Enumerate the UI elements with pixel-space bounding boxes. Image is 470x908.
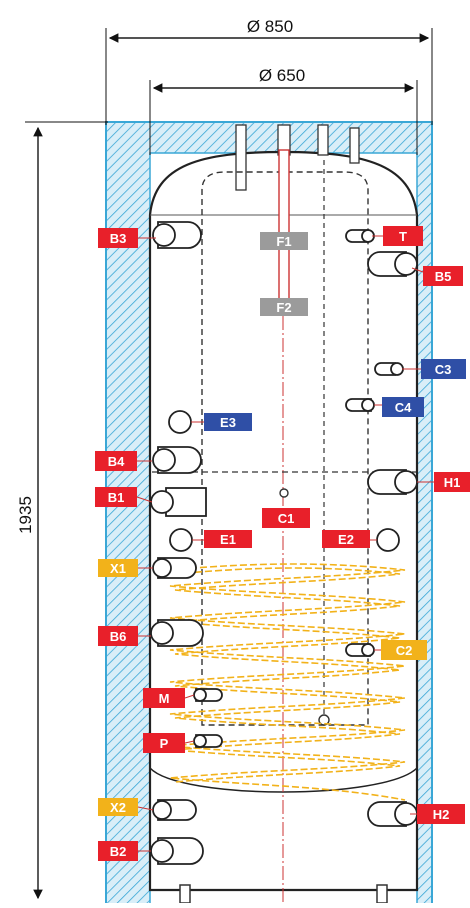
- tag-H2: H2: [417, 804, 465, 824]
- tag-B4: B4: [95, 451, 137, 471]
- tag-B6: B6: [98, 626, 138, 646]
- tag-E1: E1: [204, 530, 252, 548]
- tag-C2: C2: [381, 640, 427, 660]
- tag-X2: X2: [98, 798, 138, 816]
- tag-C4: C4: [382, 397, 424, 417]
- ports-left: [150, 221, 223, 865]
- svg-text:T: T: [399, 229, 407, 244]
- tag-F2: F2: [260, 298, 308, 316]
- leader-lines: [136, 235, 434, 852]
- svg-text:P: P: [160, 736, 169, 751]
- svg-text:C4: C4: [395, 400, 412, 415]
- svg-text:H2: H2: [433, 807, 450, 822]
- svg-text:X2: X2: [110, 800, 126, 815]
- svg-text:E1: E1: [220, 532, 236, 547]
- svg-text:M: M: [159, 691, 170, 706]
- tag-H1: H1: [434, 472, 470, 492]
- tag-B5: B5: [423, 266, 463, 286]
- outer-diameter-label: Ø 850: [247, 17, 293, 36]
- svg-text:E2: E2: [338, 532, 354, 547]
- tag-B2: B2: [98, 841, 138, 861]
- svg-text:E3: E3: [220, 415, 236, 430]
- svg-text:C2: C2: [396, 643, 413, 658]
- height-label: 1935: [16, 496, 35, 534]
- tag-P: P: [143, 733, 185, 753]
- svg-text:B5: B5: [435, 269, 452, 284]
- svg-text:C3: C3: [435, 362, 452, 377]
- tag-B3: B3: [98, 228, 138, 248]
- tag-X1: X1: [98, 559, 138, 577]
- tag-E2: E2: [322, 530, 370, 548]
- svg-text:B3: B3: [110, 231, 127, 246]
- svg-text:B2: B2: [110, 844, 127, 859]
- svg-text:X1: X1: [110, 561, 126, 576]
- svg-text:H1: H1: [444, 475, 461, 490]
- tag-E3: E3: [204, 413, 252, 431]
- dimension-lines: [25, 28, 433, 900]
- svg-text:F2: F2: [276, 300, 291, 315]
- tag-B1: B1: [95, 487, 137, 507]
- tag-M: M: [143, 688, 185, 708]
- svg-text:F1: F1: [276, 234, 291, 249]
- svg-text:C1: C1: [278, 511, 295, 526]
- heating-coil: [169, 563, 406, 801]
- tag-C1: C1: [262, 508, 310, 528]
- tag-F1: F1: [260, 232, 308, 250]
- tag-C3: C3: [421, 359, 466, 379]
- svg-text:B4: B4: [108, 454, 125, 469]
- svg-text:B6: B6: [110, 629, 127, 644]
- tag-T: T: [383, 226, 423, 246]
- svg-text:B1: B1: [108, 490, 125, 505]
- inner-diameter-label: Ø 650: [259, 66, 305, 85]
